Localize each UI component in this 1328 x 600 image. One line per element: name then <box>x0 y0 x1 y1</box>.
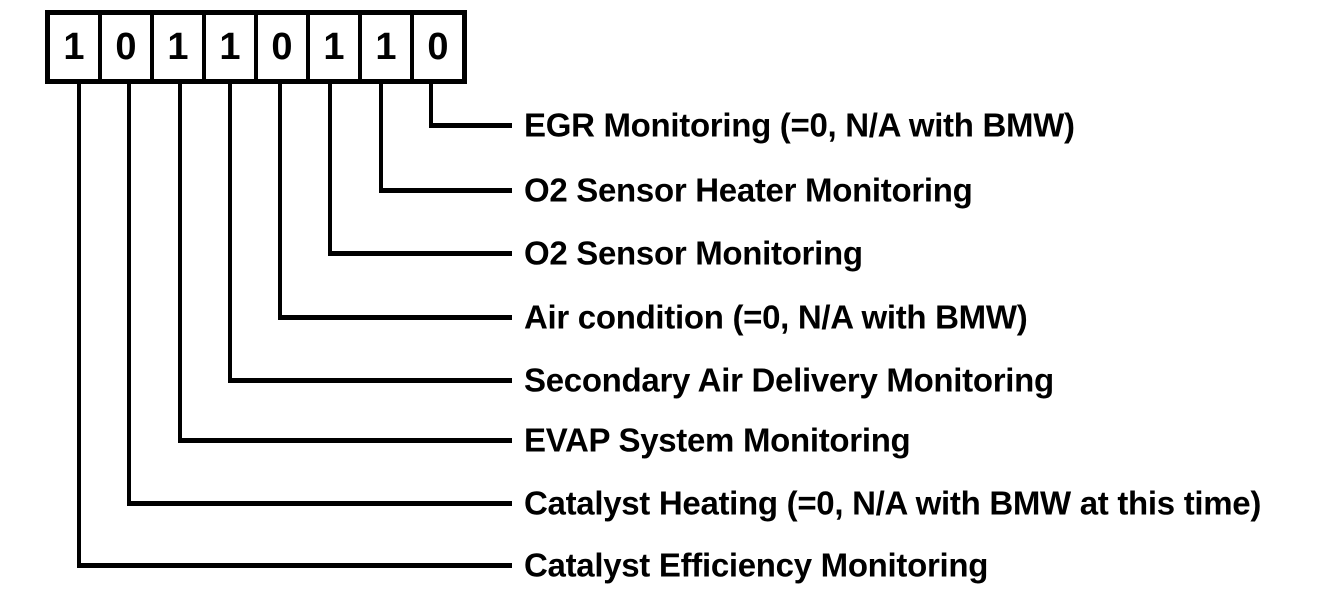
bit-label: Secondary Air Delivery Monitoring <box>524 361 1054 399</box>
leader-line-vertical <box>328 84 332 256</box>
bit-value: 1 <box>323 26 345 68</box>
leader-line-horizontal <box>328 251 512 256</box>
leader-line-horizontal <box>278 315 512 320</box>
leader-line-horizontal <box>77 563 512 568</box>
leader-line-vertical <box>379 84 383 193</box>
bit-cell: 0 <box>414 15 462 79</box>
bit-value: 0 <box>271 26 293 68</box>
leader-line-horizontal <box>178 438 512 443</box>
leader-line-vertical <box>429 84 433 128</box>
bit-label: EGR Monitoring (=0, N/A with BMW) <box>524 106 1075 144</box>
bit-label: Catalyst Efficiency Monitoring <box>524 546 989 584</box>
bit-value: 1 <box>375 26 397 68</box>
bit-label: O2 Sensor Monitoring <box>524 234 863 272</box>
leader-line-horizontal <box>127 501 512 506</box>
bit-cell: 1 <box>154 15 206 79</box>
bit-cell: 1 <box>310 15 362 79</box>
bit-value: 0 <box>115 26 137 68</box>
bit-cell: 0 <box>102 15 154 79</box>
leader-line-vertical <box>228 84 232 383</box>
bit-value: 1 <box>219 26 241 68</box>
leader-line-horizontal <box>228 378 512 383</box>
bit-cell: 0 <box>258 15 310 79</box>
bit-value: 1 <box>63 26 85 68</box>
leader-line-vertical <box>178 84 182 443</box>
leader-line-vertical <box>278 84 282 320</box>
bit-label: EVAP System Monitoring <box>524 421 911 459</box>
bit-value: 1 <box>167 26 189 68</box>
bit-label: O2 Sensor Heater Monitoring <box>524 171 973 209</box>
bit-cell: 1 <box>206 15 258 79</box>
leader-line-horizontal <box>429 123 512 128</box>
leader-line-vertical <box>77 84 81 568</box>
bit-value: 0 <box>427 26 449 68</box>
bit-label: Catalyst Heating (=0, N/A with BMW at th… <box>524 484 1262 522</box>
bit-cell: 1 <box>50 15 102 79</box>
leader-line-horizontal <box>379 188 512 193</box>
bit-label: Air condition (=0, N/A with BMW) <box>524 298 1028 336</box>
bit-cell: 1 <box>362 15 414 79</box>
leader-line-vertical <box>127 84 131 506</box>
